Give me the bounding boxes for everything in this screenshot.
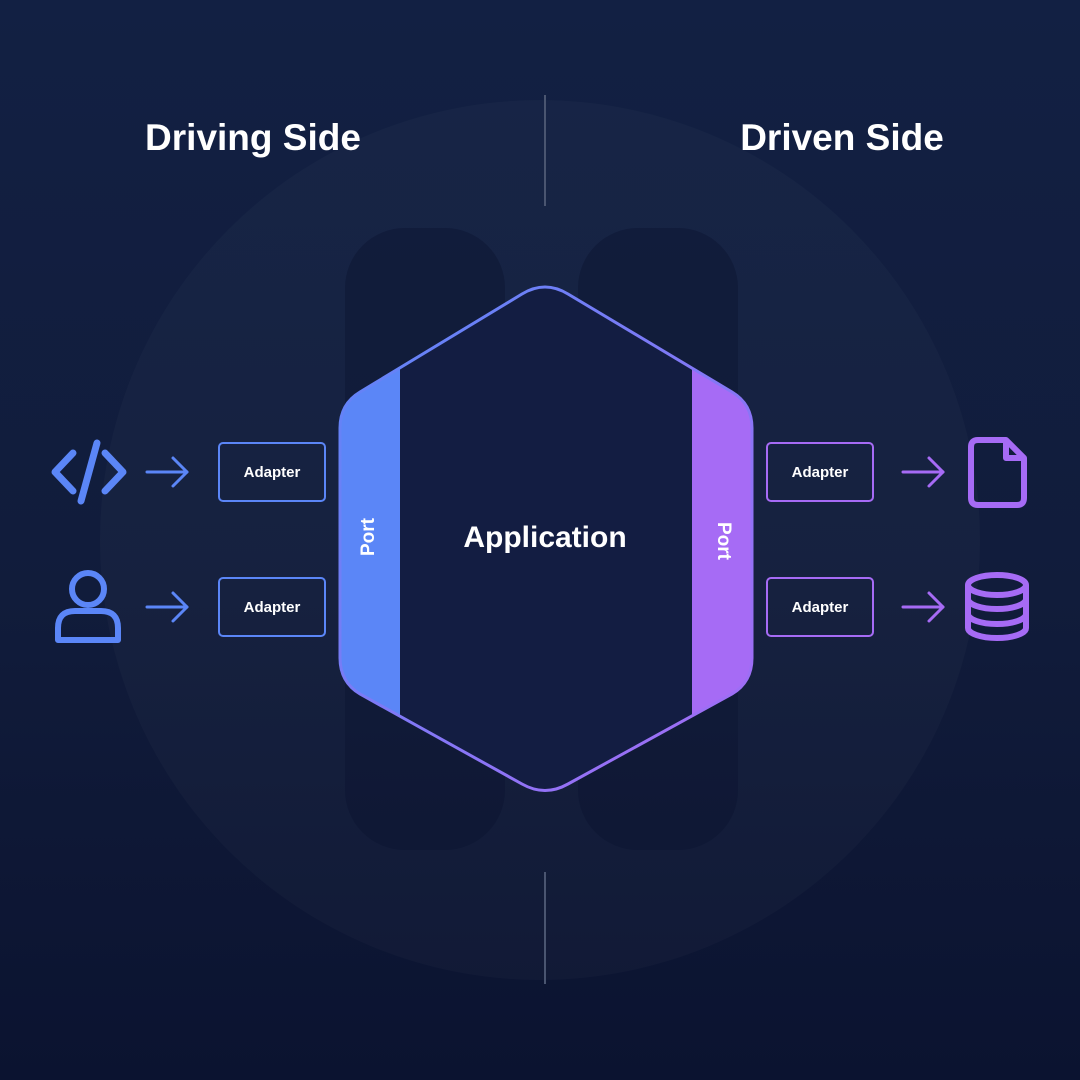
driven-adapter-2: Adapter [766,577,874,637]
arrow-right-icon [145,456,189,488]
database-icon [965,572,1029,641]
code-icon [51,439,127,505]
application-label: Application [463,521,626,554]
driving-side-heading: Driving Side [145,117,361,158]
driving-adapter-2-label: Adapter [244,599,301,616]
driven-adapter-1-label: Adapter [792,464,849,481]
file-icon [968,437,1027,508]
driven-port-label: Port [713,522,734,561]
arrow-right-icon [145,591,189,623]
driven-adapter-1: Adapter [766,442,874,502]
user-icon [55,570,121,643]
driving-adapter-2: Adapter [218,577,326,637]
hexagon-outline [338,285,754,792]
arrow-right-icon [901,456,945,488]
driven-adapter-2-label: Adapter [792,599,849,616]
driving-adapter-1-label: Adapter [244,464,301,481]
driving-adapter-1: Adapter [218,442,326,502]
arrow-right-icon [901,591,945,623]
driving-port-label: Port [358,517,379,556]
driven-side-heading: Driven Side [740,117,944,158]
